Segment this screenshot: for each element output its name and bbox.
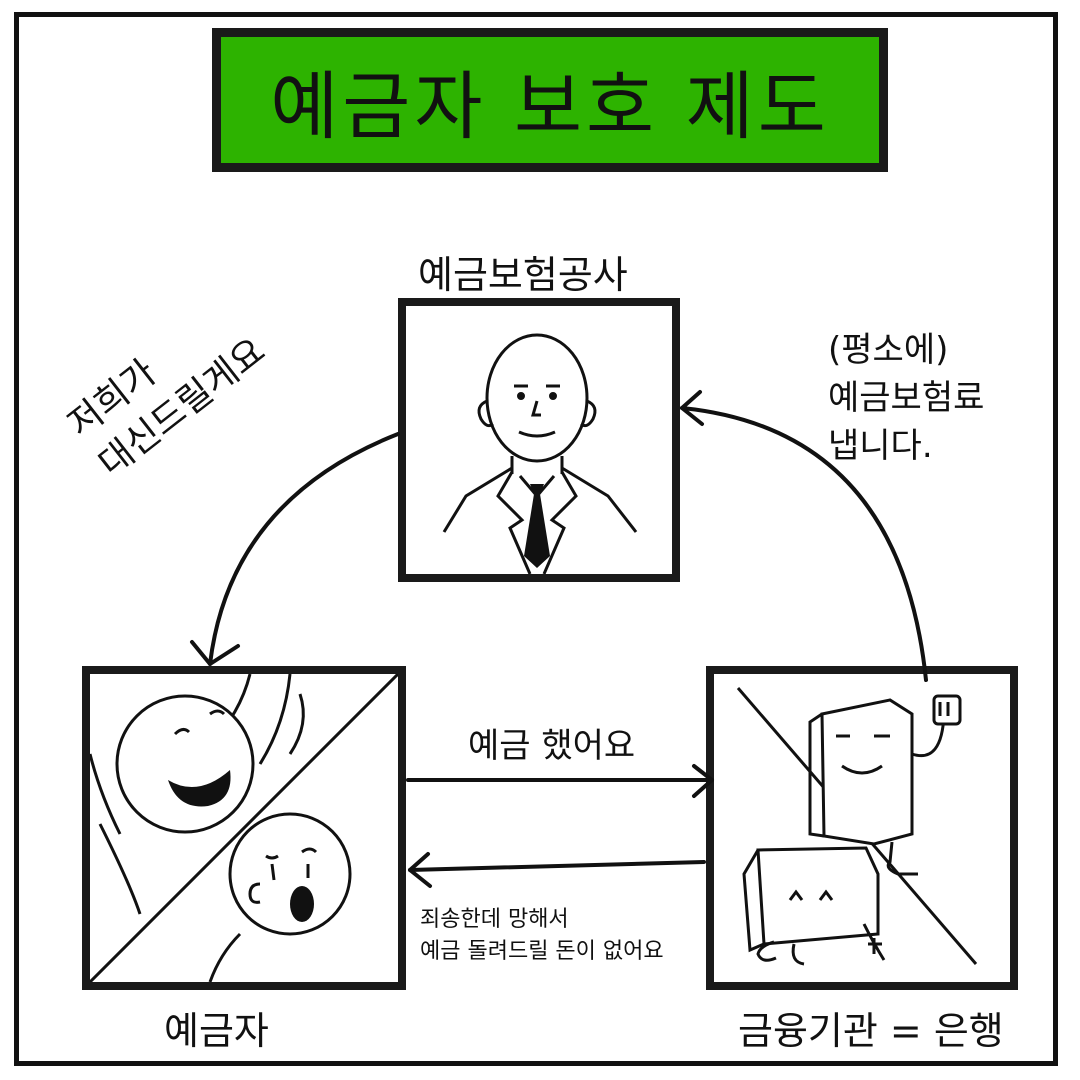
note-line-3: 냅니다. — [828, 426, 933, 466]
depositor-drawing — [90, 674, 398, 982]
note-line-1: (평소에) — [828, 330, 949, 370]
insurer-label: 예금보험공사 — [418, 253, 628, 297]
outer-frame — [14, 12, 1058, 1066]
bank-panel — [706, 666, 1018, 990]
bank-to-depositor-note: 죄송한데 망해서 예금 돌려드릴 돈이 없어요 — [420, 904, 664, 968]
arrow-bank-to-depositor — [408, 860, 706, 872]
depositor-label: 예금자 — [164, 1009, 269, 1053]
note-line-2: 예금보험료 — [828, 378, 985, 418]
bank-to-insurer-note: (평소에) 예금보험료 냅니다. — [828, 326, 984, 470]
bank-drawing — [736, 687, 978, 966]
arrow-insurer-to-depositor — [208, 432, 400, 666]
note-line-1: 죄송한데 망해서 — [420, 907, 569, 932]
title-banner: 예금자 보호 제도 — [212, 28, 888, 172]
bank-label: 금융기관 = 은행 — [738, 1009, 1004, 1053]
arrow-head-bank — [692, 764, 714, 798]
insurer-official-drawing — [442, 333, 638, 574]
note-line-2: 예금 돌려드릴 돈이 없어요 — [420, 939, 664, 964]
arrow-head-insurer — [680, 390, 704, 426]
depositor-panel — [82, 666, 406, 990]
arrow-bank-to-insurer — [680, 406, 928, 682]
page-title: 예금자 보호 제도 — [270, 63, 830, 150]
depositor-to-bank-note: 예금 했어요 — [468, 726, 636, 766]
insurer-panel — [398, 298, 680, 582]
arrow-head-depositor — [190, 640, 240, 666]
arrow-head-depositor-back — [408, 852, 432, 888]
